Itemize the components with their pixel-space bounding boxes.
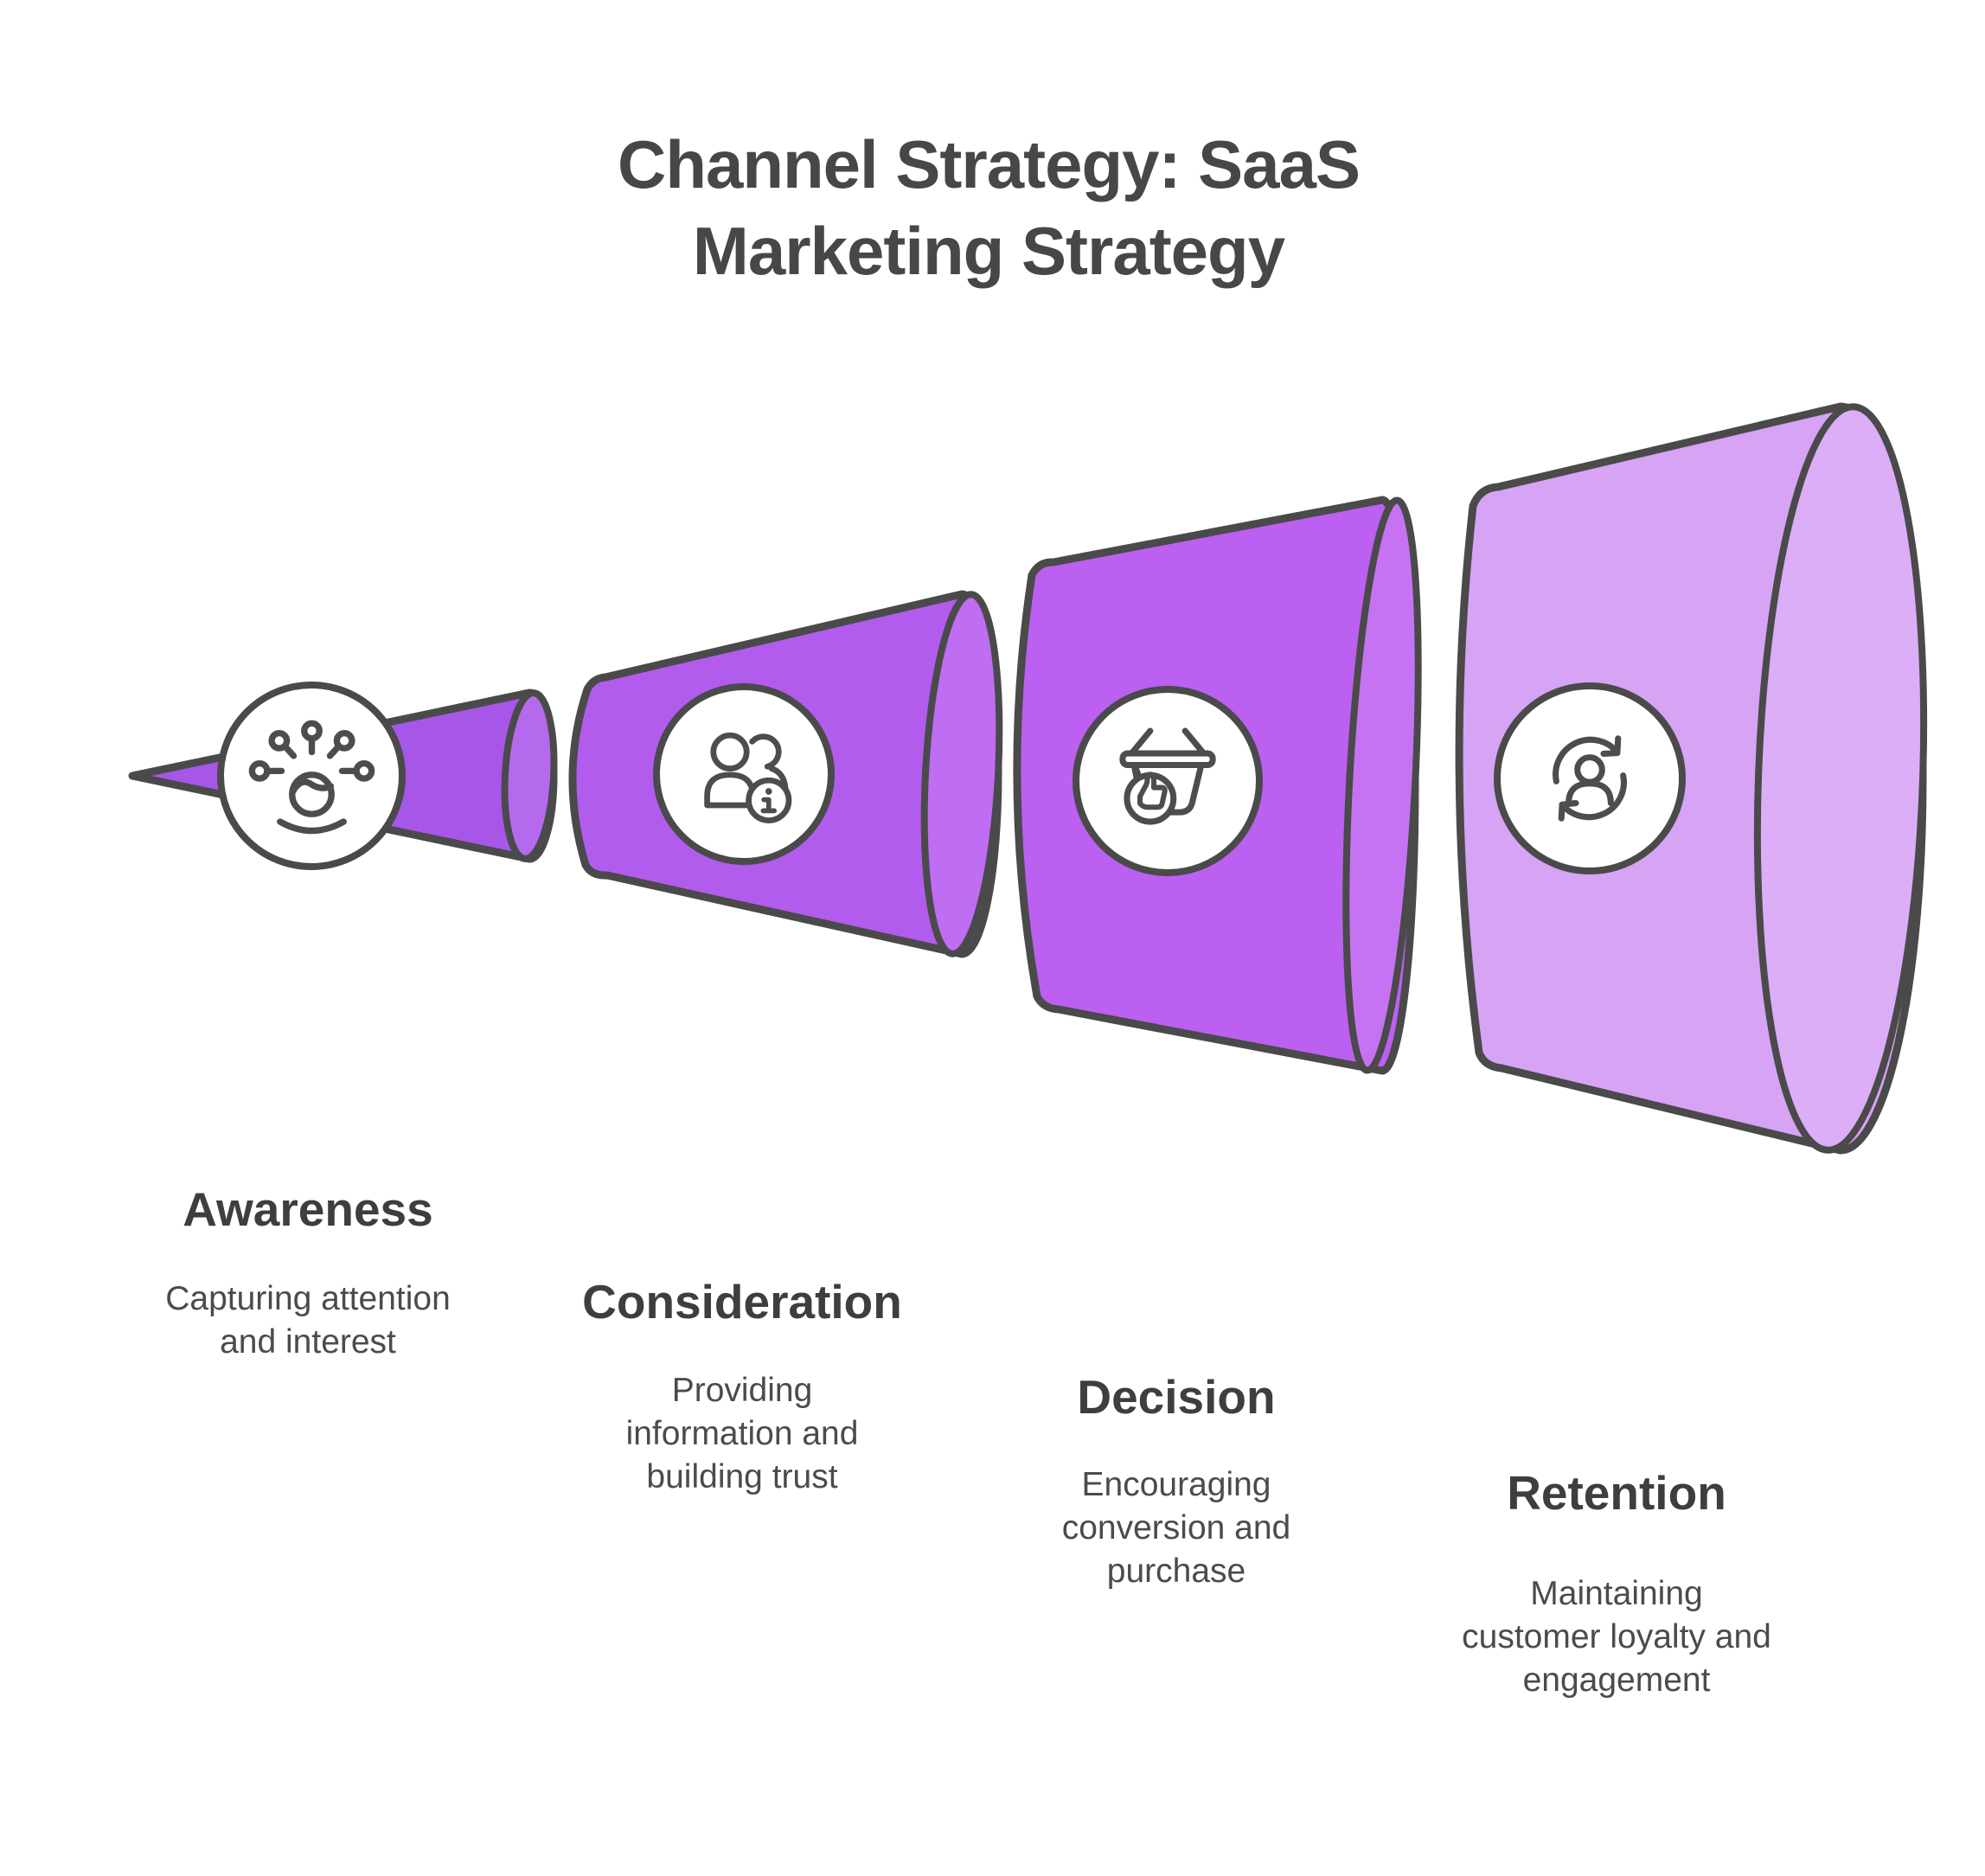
segment-cap xyxy=(1753,403,1928,1154)
stage-heading: Consideration xyxy=(582,1275,902,1329)
stage-label-awareness: Awareness Capturing attention and intere… xyxy=(66,1182,550,1361)
stage-icon-decision xyxy=(1073,686,1263,876)
segment-cap xyxy=(920,591,1003,957)
stage-label-consideration: Consideration Providing information and … xyxy=(500,1275,984,1495)
funnel-segment-retention xyxy=(1455,402,1928,1155)
stage-description: Maintaining customer loyalty and engagem… xyxy=(1462,1575,1771,1699)
stage-icon-awareness xyxy=(217,682,406,870)
stage-description: Capturing attention and interest xyxy=(165,1280,451,1361)
stage-label-decision: Decision Encouraging conversion and purc… xyxy=(934,1370,1418,1590)
stage-icon-consideration xyxy=(653,683,835,865)
segment-cap xyxy=(1342,496,1422,1074)
basket-thumbs-up-icon xyxy=(1119,727,1216,825)
users-info-icon xyxy=(704,732,792,823)
stage-heading: Retention xyxy=(1507,1466,1726,1520)
stage-label-retention: Retention Maintaining customer loyalty a… xyxy=(1374,1466,1859,1699)
stage-description: Providing information and building trust xyxy=(625,1372,859,1495)
stage-heading: Awareness xyxy=(182,1182,433,1236)
radiating-person-icon xyxy=(248,720,375,835)
segment-cap xyxy=(501,689,558,862)
stage-icon-retention xyxy=(1494,682,1686,874)
person-refresh-icon xyxy=(1553,735,1627,822)
stage-description: Encouraging conversion and purchase xyxy=(1061,1466,1291,1590)
page-title: Channel Strategy: SaaS Marketing Strateg… xyxy=(618,126,1361,289)
stage-heading: Decision xyxy=(1077,1370,1276,1424)
